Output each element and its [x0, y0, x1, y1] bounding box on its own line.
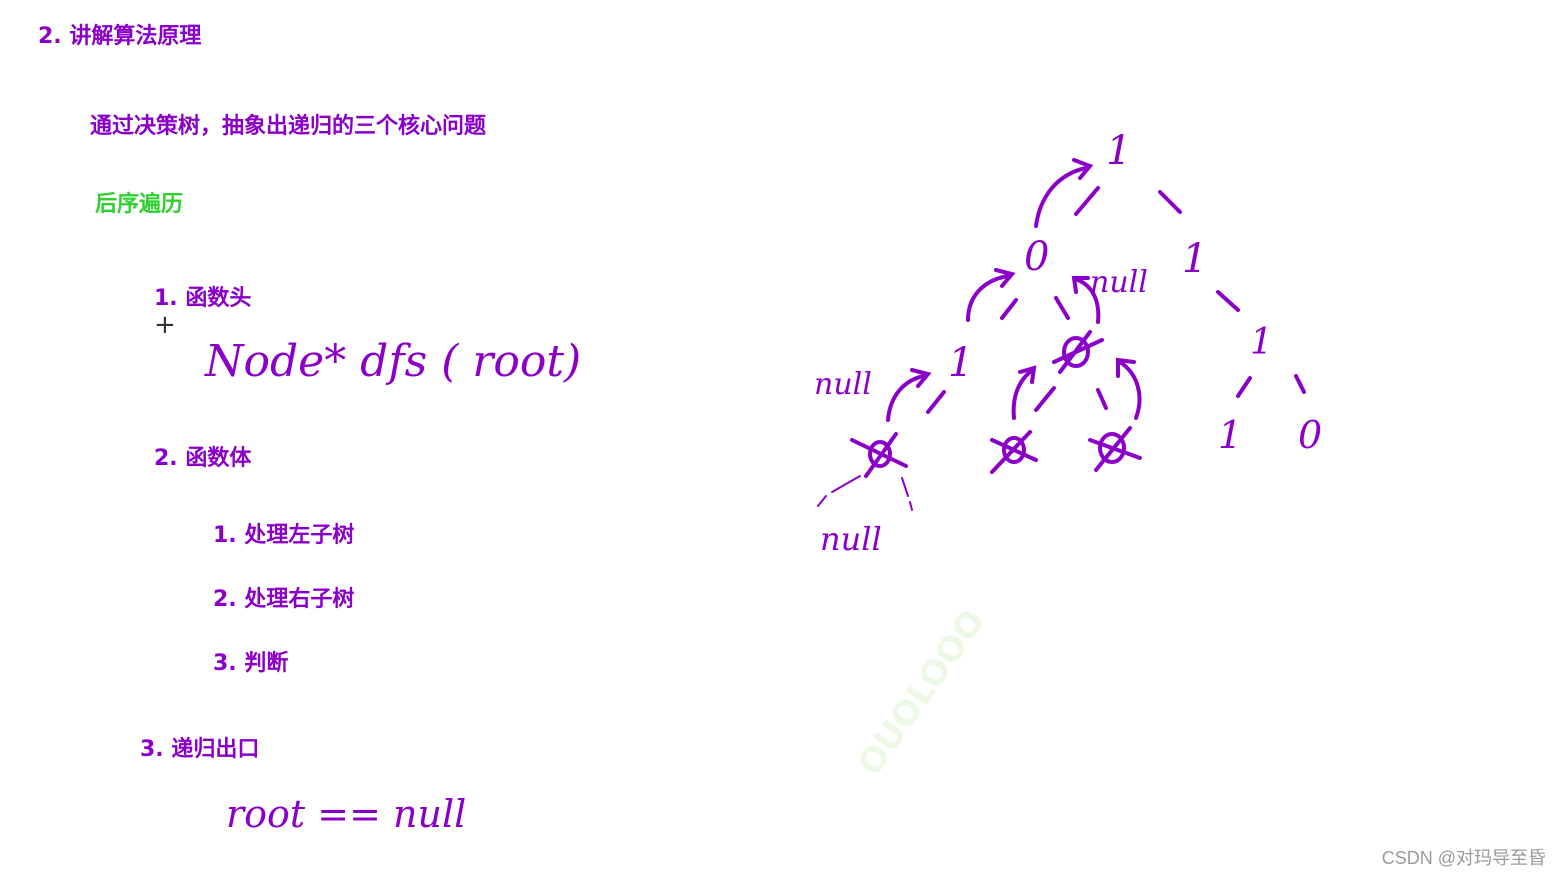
- node-rll: 1: [1218, 413, 1242, 457]
- step-function-head: 1. 函数头: [154, 286, 252, 311]
- edge-right-left: [1216, 290, 1240, 312]
- edge-root-right: [1158, 190, 1182, 214]
- edge-ll-left: [926, 390, 946, 414]
- body-step-left: 1. 处理左子树: [213, 523, 355, 548]
- edge-lr-right: [1096, 388, 1108, 410]
- crossed-node-lrl: [990, 430, 1038, 474]
- crossed-node-lll: [850, 432, 908, 478]
- step-function-body: 2. 函数体: [154, 446, 252, 471]
- function-head-code: Node* dfs ( root): [205, 336, 582, 387]
- node-bottom-null: null: [820, 520, 882, 558]
- node-rlr: 0: [1298, 413, 1322, 457]
- arrow-left: [966, 268, 1016, 322]
- edge-rl-right: [1294, 374, 1306, 394]
- node-l: 0: [1024, 234, 1049, 280]
- edge-left-left: [1000, 298, 1018, 320]
- step-recursion-exit: 3. 递归出口: [140, 737, 260, 762]
- node-root: 1: [1106, 128, 1131, 174]
- arrow-lr-right: [1116, 357, 1142, 420]
- node-ll: 1: [948, 340, 973, 386]
- edge-lr-left: [1034, 386, 1056, 412]
- intro-text: 通过决策树，抽象出递归的三个核心问题: [90, 114, 487, 139]
- node-r: 1: [1182, 236, 1207, 282]
- body-step-right: 2. 处理右子树: [213, 587, 355, 612]
- section-heading: 2. 讲解算法原理: [38, 24, 202, 49]
- node-lll-null: null: [814, 367, 872, 402]
- node-rl: 1: [1250, 322, 1273, 363]
- arrow-lr-left: [1011, 365, 1037, 420]
- edge-left-right: [1054, 296, 1070, 320]
- csdn-watermark: CSDN @对玛导至昏: [1381, 848, 1546, 868]
- body-step-judge: 3. 判断: [213, 651, 289, 676]
- edge-lll-dashed-right: [901, 477, 913, 511]
- edge-rl-left: [1236, 376, 1252, 398]
- crossed-node-lrr: [1088, 426, 1142, 472]
- arrow-root: [1034, 158, 1094, 228]
- edge-root-left: [1074, 186, 1100, 216]
- node-lr-null: null: [1090, 265, 1148, 300]
- edge-lll-dashed: [817, 475, 861, 507]
- cursor-plus-icon: +: [154, 310, 176, 340]
- arrow-ll: [886, 368, 932, 422]
- traversal-label: 后序遍历: [95, 192, 184, 217]
- arrow-null-loop: [1071, 276, 1101, 324]
- exit-condition-code: root == null: [226, 792, 467, 836]
- crossed-node-lr: [1052, 330, 1104, 374]
